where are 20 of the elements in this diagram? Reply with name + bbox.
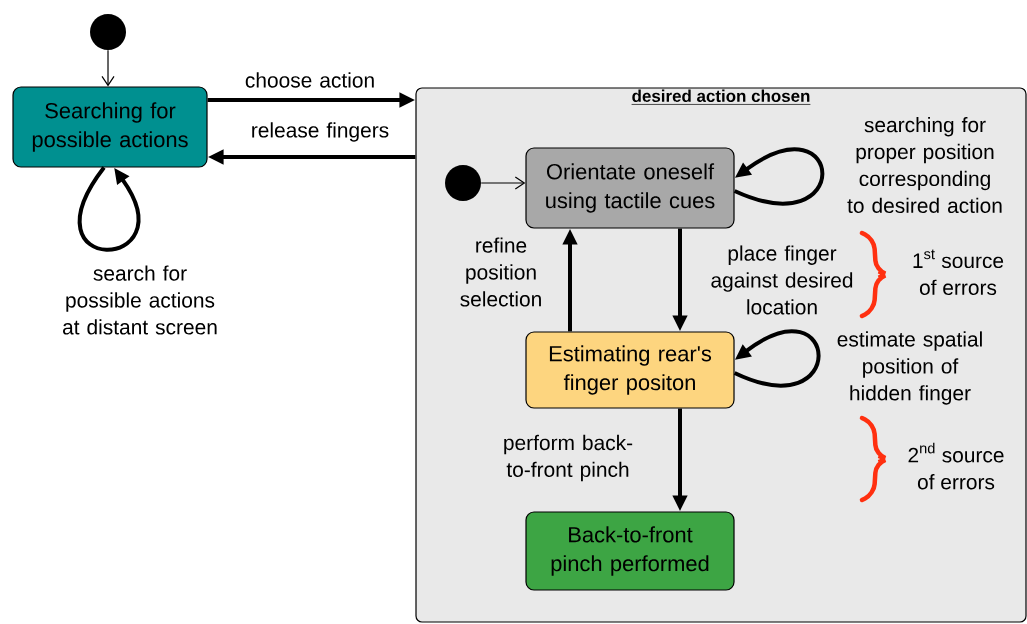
state-box: Orientate oneself using tactile cues xyxy=(525,147,735,229)
state-box: Searching for possible actions xyxy=(12,86,208,168)
state-box: Estimating rear's finger positon xyxy=(525,331,735,409)
edge-label: release fingers xyxy=(252,122,389,142)
edge-label: estimate spatial position of hidden finger xyxy=(837,331,982,405)
arrow xyxy=(101,49,115,87)
state-box: Back-to-front pinch performed xyxy=(525,511,735,591)
edge-label: perform back-to-front pinch xyxy=(504,434,633,482)
arrow xyxy=(733,329,821,388)
edge-label: choose action xyxy=(245,72,374,88)
initial-state-dot xyxy=(445,165,481,201)
initial-state-dot xyxy=(90,14,126,50)
note-label: $\begin{array}{c}\text{2}^{\text{nd}}\text{ source}\\ \text{of errors}\end{array}$ xyxy=(908,442,1004,490)
arrow xyxy=(78,166,141,252)
arrow xyxy=(733,147,825,206)
edge-label: refine position selection xyxy=(460,237,541,307)
edge-label: searching for proper position corresponding to desired action xyxy=(847,116,1002,213)
note-label: $\begin{array}{c}\text{1}^{\text{st}}\text{ source}\\ \text{of errors}\end{array}$ xyxy=(913,249,1004,295)
arrow xyxy=(480,176,526,190)
edge-label: search for possible actions at distant screen xyxy=(63,265,217,335)
